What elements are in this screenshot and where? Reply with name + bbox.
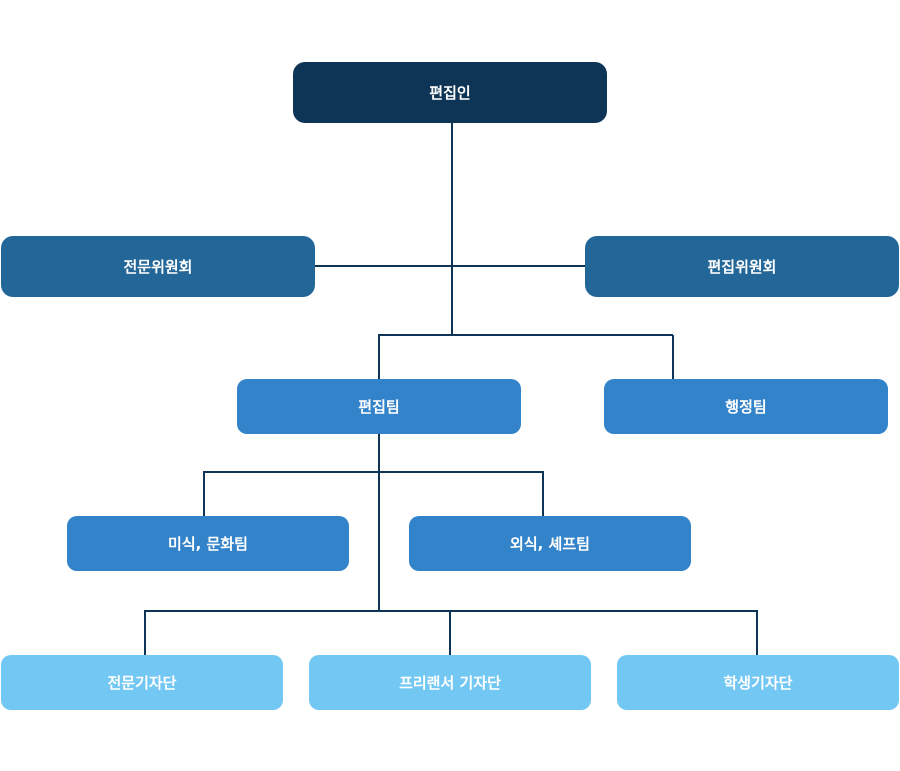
- node-label: 미식, 문화팀: [168, 535, 248, 553]
- node-expert-committee: 전문위원회: [1, 236, 315, 297]
- node-expert-reporters: 전문기자단: [1, 655, 283, 710]
- node-freelance-reporters: 프리랜서 기자단: [309, 655, 591, 710]
- node-label: 학생기자단: [723, 674, 793, 692]
- node-editorial-committee: 편집위원회: [585, 236, 899, 297]
- node-editorial-team: 편집팀: [237, 379, 521, 434]
- node-label: 전문위원회: [123, 258, 193, 276]
- node-label: 행정팀: [725, 398, 767, 416]
- node-label: 프리랜서 기자단: [399, 674, 501, 692]
- node-admin-team: 행정팀: [604, 379, 888, 434]
- node-gourmet-culture-team: 미식, 문화팀: [67, 516, 349, 571]
- node-label: 편집위원회: [707, 258, 777, 276]
- node-label: 외식, 셰프팀: [510, 535, 590, 553]
- node-label: 전문기자단: [107, 674, 177, 692]
- node-label: 편집팀: [358, 398, 400, 416]
- node-publisher: 편집인: [293, 62, 607, 123]
- node-label: 편집인: [429, 84, 471, 102]
- node-dining-chef-team: 외식, 셰프팀: [409, 516, 691, 571]
- node-student-reporters: 학생기자단: [617, 655, 899, 710]
